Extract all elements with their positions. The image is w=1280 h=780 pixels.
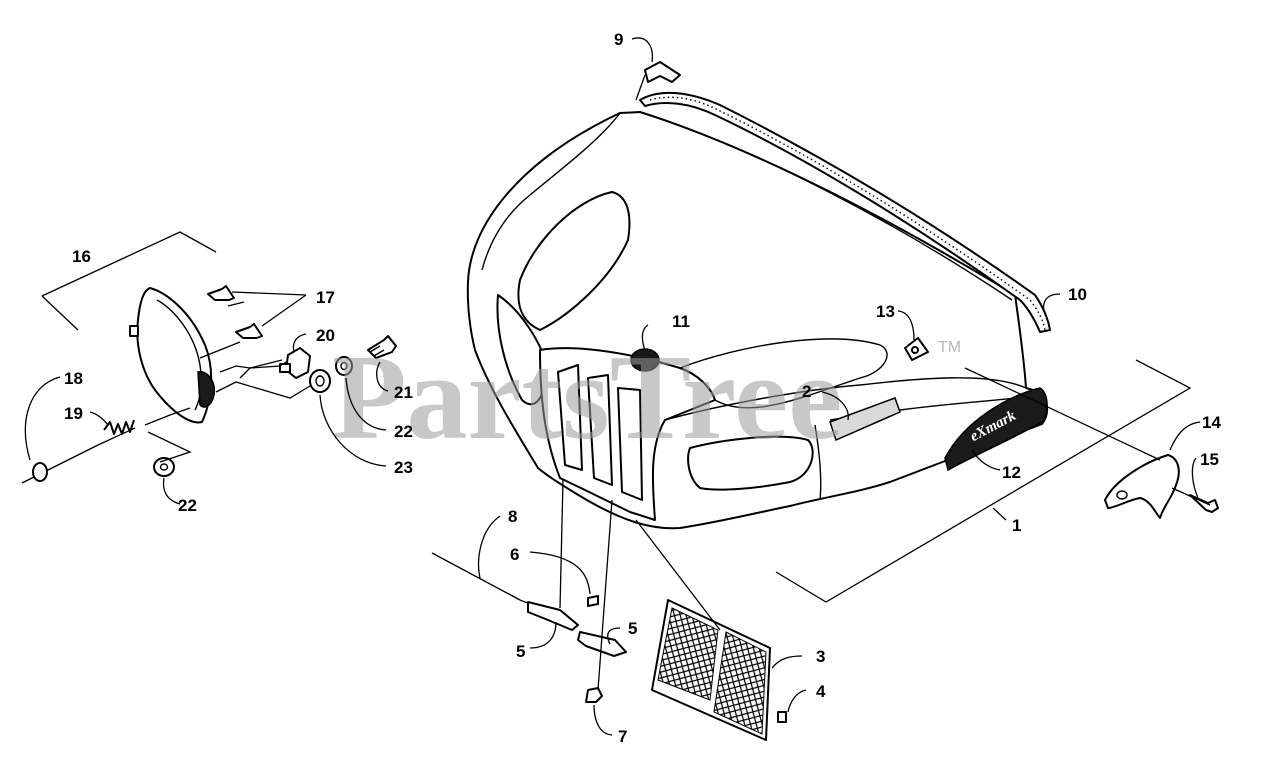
callout-12: 12	[1002, 463, 1021, 482]
seal-strip	[639, 91, 1051, 333]
bolt-21-thread	[369, 345, 385, 357]
bushing-23	[309, 369, 331, 393]
callout-13: 13	[876, 302, 895, 321]
assembly-line-2	[215, 359, 311, 399]
washer-22-upper-hole	[340, 361, 348, 371]
callout-1: 1	[1012, 516, 1021, 535]
callout-5-left: 5	[516, 642, 525, 661]
callout-8: 8	[508, 507, 517, 526]
clip-4	[777, 711, 787, 723]
washer-22-lower	[153, 457, 175, 477]
bracket-plane-16	[41, 231, 217, 331]
assembly-line-1	[199, 301, 287, 379]
screen-lead-line	[635, 519, 721, 631]
rod-8	[431, 552, 521, 601]
nut-7	[585, 687, 603, 703]
hood-center-recess	[679, 338, 888, 409]
callout-2: 2	[802, 382, 811, 401]
watermark-trademark: TM	[938, 339, 961, 356]
callout-leaders	[24, 37, 1201, 736]
hood-right-headlight	[687, 435, 814, 491]
watermark-text: PartsTree	[332, 330, 842, 465]
bushing-23-hole	[315, 375, 325, 387]
hood-assembly: eXmark	[466, 111, 1048, 530]
latch-14-hole	[1116, 490, 1128, 500]
callout-11: 11	[672, 312, 690, 331]
bolt-21	[367, 335, 397, 359]
hood-left-window	[517, 191, 631, 331]
headlight-lens	[136, 287, 213, 424]
callout-10: 10	[1068, 285, 1087, 304]
grille-vent-1	[557, 364, 583, 471]
latch-14	[1104, 454, 1180, 519]
screw-17-b	[235, 323, 263, 339]
exmark-decal	[944, 387, 1048, 472]
rod-bracket-assembly	[431, 479, 721, 703]
hood-top-ridge	[481, 112, 621, 271]
bolt-6	[587, 595, 599, 607]
washer-22-upper	[335, 356, 353, 376]
grille-screen-assembly	[651, 599, 787, 741]
callout-21: 21	[394, 383, 413, 402]
hood-emblem-plate	[829, 397, 901, 442]
washer-22-lower-hole	[159, 463, 169, 471]
hood-top-surface	[639, 111, 1013, 301]
callout-14: 14	[1202, 413, 1221, 432]
callout-22-upper: 22	[394, 422, 413, 441]
latch-lead	[964, 367, 1211, 506]
spring-19	[103, 419, 135, 435]
prop-rod-clip	[635, 61, 681, 101]
bracket-vertical-lines	[559, 479, 613, 691]
callout-labels: 9 10 11 13 2 12 14 15 1 16 17 20 21 22 2…	[64, 30, 1221, 746]
screw-18-head	[32, 462, 48, 482]
callout-19: 19	[64, 404, 83, 423]
hood-fastener-13-head	[911, 346, 919, 354]
grille-vent-3	[617, 387, 643, 501]
prop-rod-clip-body	[644, 61, 681, 83]
callout-5-right: 5	[628, 619, 637, 638]
callout-3: 3	[816, 647, 825, 666]
callout-6: 6	[510, 545, 519, 564]
seal-strip-body	[639, 91, 1051, 333]
headlight-assembly	[21, 231, 397, 484]
callout-4: 4	[816, 682, 826, 701]
screw-17-a	[207, 285, 235, 301]
callout-17: 17	[316, 288, 335, 307]
callout-16: 16	[72, 247, 91, 266]
prop-rod-stem	[635, 74, 646, 101]
hood-right-ridge-lower	[814, 424, 822, 501]
callout-22-lower: 22	[178, 496, 197, 515]
callout-7: 7	[618, 727, 627, 746]
callout-23: 23	[394, 458, 413, 477]
headlight-stud	[129, 325, 139, 337]
callout-9: 9	[614, 30, 623, 49]
hood-right-ridge	[664, 377, 1027, 421]
callout-18: 18	[64, 369, 83, 388]
latch-plane	[775, 359, 1192, 603]
hood-left-slot	[496, 294, 549, 406]
bracket-5-left	[527, 601, 579, 631]
grille-screen-mesh-right	[713, 631, 767, 735]
grille-screen-mesh-left	[657, 607, 719, 701]
callout-20: 20	[316, 326, 335, 345]
callout-15: 15	[1200, 450, 1219, 469]
assembly-line-3	[97, 407, 192, 463]
grille-vent-2	[587, 374, 613, 486]
nut-20-stem	[279, 363, 291, 373]
headlight-socket	[197, 371, 216, 408]
latch-assembly	[775, 359, 1219, 603]
